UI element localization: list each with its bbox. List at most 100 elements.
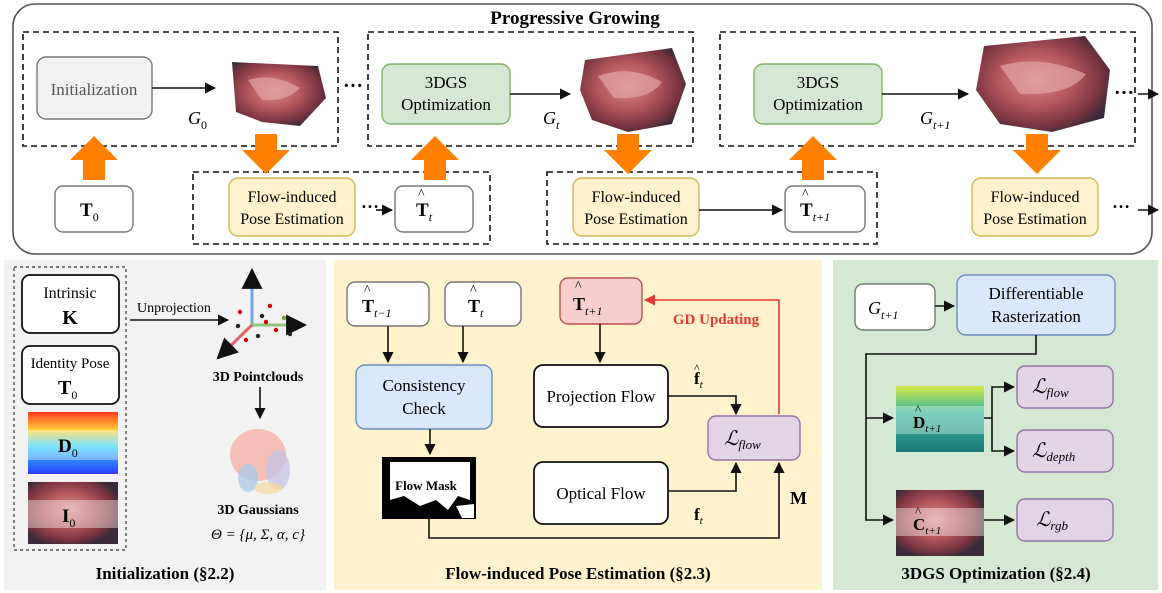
tt-label: Tt	[416, 200, 433, 224]
init-inputs-dashed	[13, 266, 127, 551]
consistency-line2: Check	[402, 399, 446, 418]
rendered-depth-image	[896, 386, 984, 452]
loss-flow-label-3dgs: ℒflow	[1032, 376, 1069, 400]
mask-symbol: M	[790, 488, 807, 508]
dots-connector: ···	[343, 75, 363, 97]
initialization-label: Initialization	[51, 80, 138, 99]
optical-flow-box	[533, 461, 669, 525]
rendered-color-label-bg	[896, 508, 984, 536]
g-next-box	[854, 283, 936, 331]
orange-arrow-down-g0	[242, 134, 290, 174]
optimization-t-line2: Optimization	[401, 95, 491, 114]
t-next-box	[559, 277, 643, 325]
loss-rgb-label: ℒrgb	[1036, 509, 1068, 533]
dashed-group-opt-t1	[719, 31, 1136, 147]
label-gt: Gt	[543, 108, 560, 132]
axis-z	[216, 323, 254, 360]
pose-est-box-t	[228, 177, 356, 237]
optimization-t-line1: 3DGS	[425, 73, 468, 92]
t-prev-label: Tt−1	[362, 296, 391, 320]
intrinsic-box	[21, 274, 120, 334]
f-hat-caret: ^	[694, 361, 700, 375]
rendered-depth-label-bg	[896, 406, 984, 434]
loss-flow-box	[707, 415, 801, 461]
f-label: ft	[694, 505, 704, 527]
image-symbol: I0	[62, 506, 75, 530]
tissue-detail-gt	[598, 71, 662, 99]
flow-panel-title: Flow-induced Pose Estimation (§2.3)	[445, 564, 710, 583]
t-next-hat: ^	[575, 279, 582, 294]
pose-est-box-t2	[971, 177, 1099, 237]
loss-depth-label: ℒdepth	[1032, 440, 1075, 464]
arrow-optical-to-loss	[668, 461, 742, 492]
rendered-color-hat: ^	[915, 504, 921, 519]
pose-est-t1-line1: Flow-induced	[592, 189, 681, 206]
loss-flow-label: ℒflow	[724, 428, 761, 452]
identity-pose-box	[21, 345, 120, 405]
orange-arrow-up-t0	[70, 136, 118, 180]
arrow-depth-to-loss-depth	[991, 418, 1016, 457]
identity-pose-symbol: T0	[58, 377, 77, 402]
tt-box	[394, 185, 474, 233]
depth-label-bg	[28, 430, 118, 460]
loss-depth-box	[1016, 429, 1114, 473]
pose-est-t2-line1: Flow-induced	[991, 189, 1080, 206]
rendered-depth-hat: ^	[915, 402, 921, 417]
pose-est-t1-line2: Pose Estimation	[584, 211, 688, 228]
gd-updating-arrow	[643, 294, 780, 414]
rgb-label-bg	[28, 500, 118, 528]
t-next-label: Tt+1	[573, 294, 602, 318]
projection-flow-label: Projection Flow	[546, 387, 656, 406]
ellipsis-pose-t2: …	[1112, 192, 1130, 212]
pose-est-box-t1	[572, 177, 700, 237]
dgs-panel-title: 3DGS Optimization (§2.4)	[901, 564, 1090, 583]
t-cur-hat: ^	[470, 283, 477, 298]
rendered-color-label: Ct+1	[913, 515, 941, 537]
pose-est-t-line1: Flow-induced	[248, 189, 337, 206]
t-cur-label: Tt	[468, 296, 484, 320]
rasterization-line2: Rasterization	[991, 307, 1081, 326]
dashed-group-pose-t	[192, 171, 491, 245]
optimization-t1-line1: 3DGS	[797, 73, 840, 92]
tissue-detail-g0	[248, 77, 300, 101]
arrow-depth-to-loss-flow	[984, 381, 1016, 419]
gd-updating-label: GD Updating	[673, 312, 760, 328]
gaussians-illustration	[230, 429, 290, 494]
tissue-detail-gt1	[1000, 61, 1086, 95]
t0-box	[54, 185, 134, 233]
arrow-projection-to-loss	[668, 395, 742, 416]
orange-arrow-up-tt	[411, 136, 459, 180]
theta-label: Θ = {μ, Σ, α, c}	[211, 527, 305, 543]
label-g0: G0	[188, 108, 207, 132]
dashed-group-init	[22, 31, 339, 147]
pointclouds-label: 3D Pointclouds	[213, 370, 304, 385]
optimization-t1-line2: Optimization	[773, 95, 863, 114]
depth-map-image	[28, 412, 118, 474]
rgb-frame-image	[28, 482, 118, 544]
unprojection-label: Unprojection	[137, 301, 211, 316]
intrinsic-symbol: K	[62, 307, 78, 329]
t0-label: T0	[80, 200, 99, 224]
rasterization-line1: Differentiable	[988, 284, 1083, 303]
consistency-check-box	[355, 364, 493, 430]
loss-rgb-box	[1016, 498, 1114, 542]
rendered-depth-label: Dt+1	[913, 413, 941, 435]
t-prev-hat: ^	[364, 283, 371, 298]
orange-arrow-down-gt	[604, 134, 652, 174]
gaussians-label: 3D Gaussians	[217, 503, 299, 518]
flow-mask-white-region	[390, 462, 470, 510]
identity-pose-label: Identity Pose	[31, 356, 110, 372]
f-hat-label: ft	[694, 369, 704, 391]
label-gt1: Gt+1	[920, 108, 950, 132]
progressive-growing-title: Progressive Growing	[490, 8, 660, 29]
dashed-group-pose-t1	[546, 171, 878, 245]
pointcloud-dots	[235, 303, 293, 343]
orange-arrows	[70, 134, 1061, 180]
t-cur-box	[444, 281, 522, 327]
flow-mask-label: Flow Mask	[395, 478, 458, 493]
dashed-group-opt-t	[367, 31, 694, 147]
tt1-box	[784, 185, 866, 233]
optical-flow-label: Optical Flow	[556, 484, 646, 503]
raster-output-line	[865, 335, 1037, 526]
